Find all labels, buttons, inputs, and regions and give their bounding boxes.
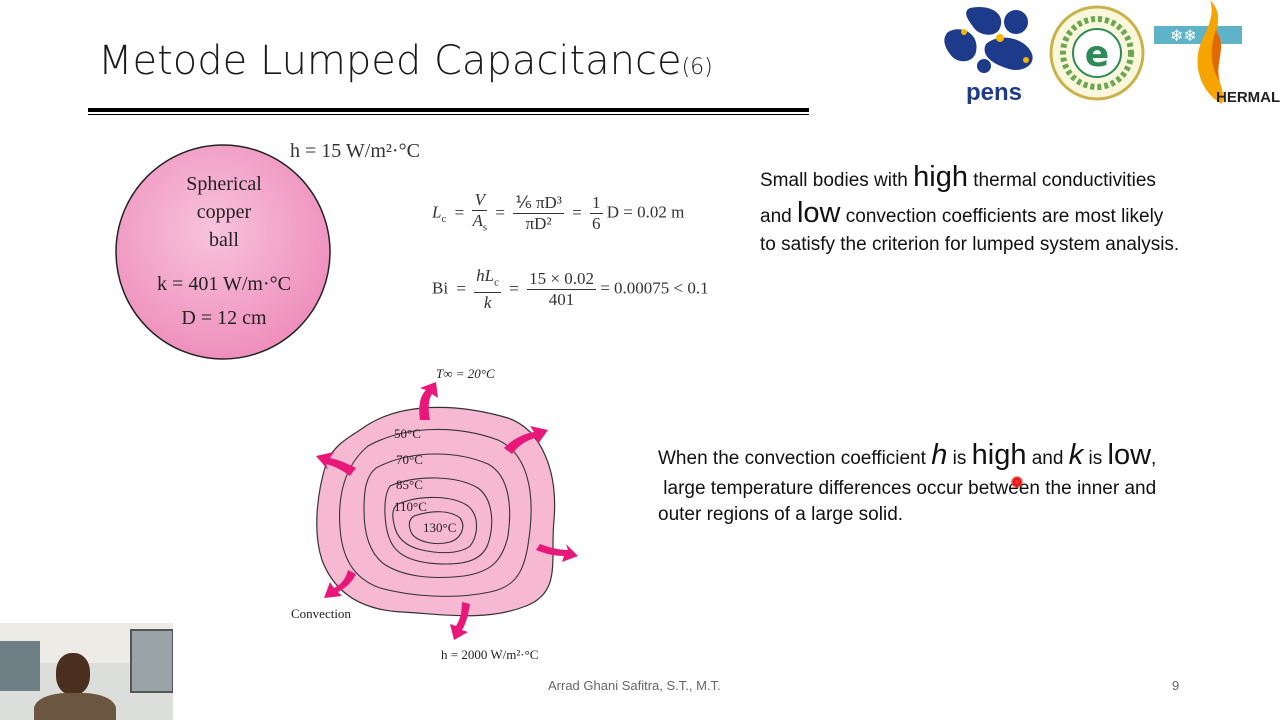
isotherm-70-label: 70°C (396, 452, 423, 467)
lc-result: D = 0.02 m (606, 202, 685, 222)
ball-label: Spherical copper ball (140, 170, 308, 254)
copper-ball-figure (115, 144, 331, 360)
t1-part4: convection coefficients are most likely (840, 206, 1164, 227)
text-block-1: Small bodies with high thermal conductiv… (760, 160, 1260, 258)
slide-title-text: Metode Lumped Capacitance (98, 38, 682, 84)
arrow-downleft-icon (324, 570, 356, 598)
arrow-upright-icon (504, 426, 548, 454)
isotherm-110 (392, 496, 478, 554)
webcam-door (0, 641, 40, 691)
ball-properties: k = 401 W/m·°C D = 12 cm (140, 267, 308, 335)
t1-part3: and (760, 206, 797, 227)
isotherm-50 (339, 428, 532, 597)
t2-h: h (931, 439, 948, 471)
t2-part1: When the convection coefficient (658, 448, 932, 469)
svg-text:e: e (1085, 34, 1109, 75)
t1-part5: to satisfy the criterion for lumped syst… (760, 234, 1180, 255)
pens-logo: pens (944, 6, 1033, 104)
title-rule-thin (88, 114, 809, 115)
arrow-down-icon (450, 602, 470, 640)
t-infinity-label: T∞ = 20°C (436, 366, 495, 381)
ball-label-line1: Spherical (186, 173, 262, 195)
k-value-label: k = 401 W/m·°C (157, 273, 291, 295)
t2-part5: , (1151, 448, 1157, 469)
lc-subscript: c (441, 213, 447, 225)
lc-num2: ⅙ πD³ (513, 193, 564, 215)
bi-num1: hL (476, 266, 495, 285)
isotherm-85-label: 85°C (396, 477, 423, 492)
lc-den2: πD² (525, 214, 552, 234)
heat-arrows (316, 382, 578, 640)
isotherm-70 (363, 453, 511, 578)
thermal-logo-text: HERMAL (1216, 89, 1280, 106)
slide-title-suffix: (6) (681, 55, 713, 80)
isotherm-50-label: 50°C (394, 426, 421, 441)
slide-title: Metode Lumped Capacitance(6) (98, 38, 713, 84)
lc-symbol: L (432, 202, 442, 222)
title-rule-thick (88, 108, 809, 112)
t1-part2: thermal conductivities (967, 170, 1156, 191)
isotherm-figure (316, 382, 578, 640)
t2-part2: is (947, 448, 972, 469)
page-number: 9 (1172, 678, 1180, 693)
arrow-left-icon (316, 452, 356, 476)
t2-part4: is (1083, 448, 1108, 469)
webcam-video[interactable] (0, 623, 173, 720)
isotherm-85 (384, 477, 493, 565)
pens-logo-text: pens (966, 79, 1022, 104)
energy-emblem-logo: e (1049, 5, 1145, 101)
lc-num3: 1 (590, 193, 603, 215)
bi-num1-sub: c (494, 276, 500, 289)
isotherm-130-label: 130°C (423, 520, 457, 535)
lc-num1: V (474, 190, 485, 209)
ball-label-line2: copper (196, 201, 252, 223)
webcam-person-head (56, 653, 90, 695)
t2-high: high (971, 439, 1027, 471)
t2-part7: outer regions of a large solid. (658, 504, 904, 525)
blob-h-label: h = 2000 W/m²·°C (441, 647, 539, 662)
svg-text:❄❄: ❄❄ (1170, 26, 1197, 45)
arrow-up-icon (419, 382, 438, 420)
bi-symbol: Bi (432, 278, 449, 298)
bi-result: = 0.00075 < 0.1 (600, 278, 709, 298)
footer-author: Arrad Ghani Safitra, S.T., M.T. (548, 678, 721, 693)
arrow-right-icon (536, 544, 578, 562)
t1-high: high (913, 161, 968, 193)
t1-low: low (796, 197, 841, 229)
text-block-2: When the convection coefficient h is hig… (658, 438, 1258, 528)
copper-ball-circle (115, 144, 331, 360)
t2-part3: and (1026, 448, 1069, 469)
bi-den2: 401 (548, 290, 575, 310)
isotherm-130 (408, 511, 464, 545)
webcam-person-body (34, 693, 116, 720)
ball-label-line3: ball (209, 229, 239, 251)
bi-num2: 15 × 0.02 (527, 269, 596, 291)
t2-k: k (1068, 439, 1084, 471)
convection-label: Convection (291, 606, 351, 621)
t2-part6: large temperature differences occur betw… (658, 478, 1157, 499)
bi-den1: k (483, 293, 492, 313)
sphere-h-label: h = 15 W/m²·°C (290, 140, 420, 162)
t2-low: low (1107, 439, 1152, 471)
d-value-label: D = 12 cm (181, 307, 267, 329)
lc-den3: 6 (592, 214, 601, 234)
lc-den1-sub: s (482, 221, 488, 234)
thermal-logo: ❄❄ HERMAL (1154, 0, 1280, 106)
webcam-window (130, 629, 173, 693)
isotherm-110-label: 110°C (394, 499, 427, 514)
lc-den1: A (472, 211, 483, 230)
laser-pointer (1011, 476, 1023, 488)
t1-part1: Small bodies with (760, 170, 914, 191)
